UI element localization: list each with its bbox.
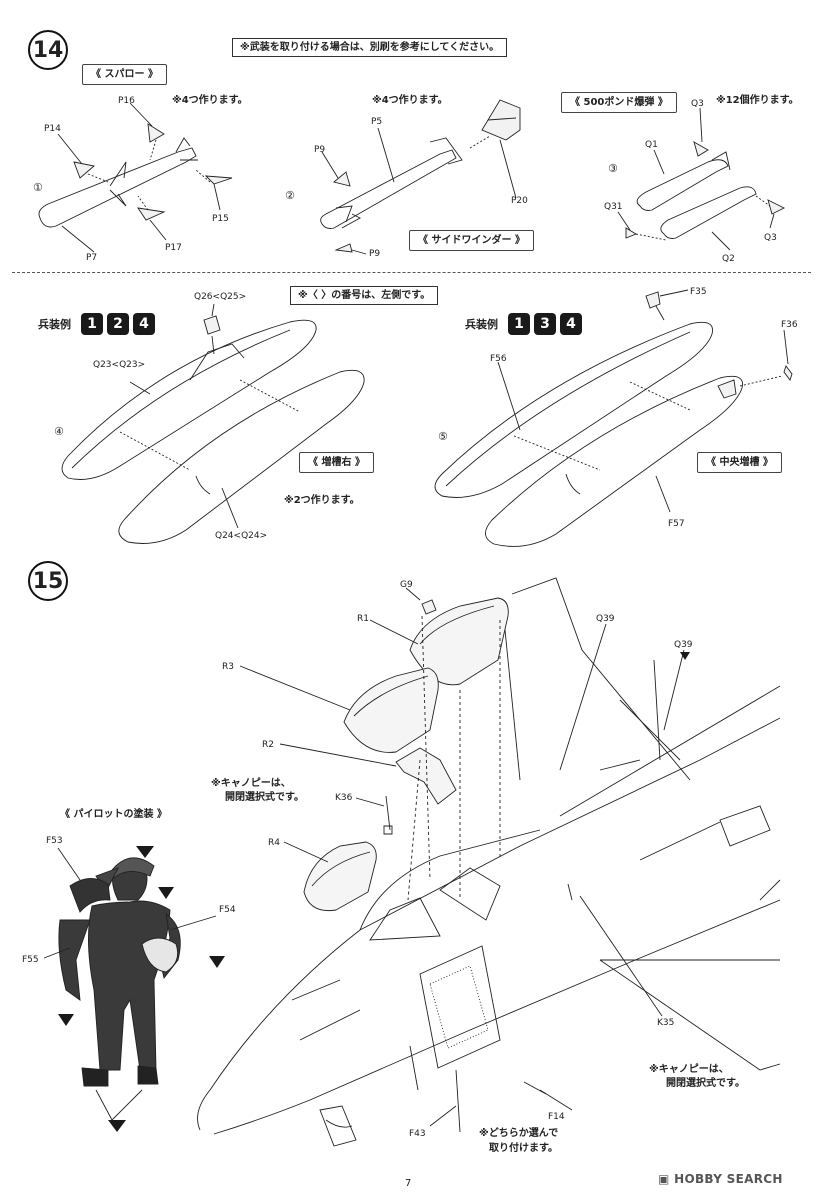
part-q39-right: Q39 <box>674 640 693 650</box>
pilot-figure <box>43 847 217 1121</box>
choose-note-1: ※どちらか選んで <box>479 1128 559 1139</box>
sidewinder-missile <box>320 99 521 255</box>
part-q23: Q23<Q23> <box>93 360 146 370</box>
tank-right-index: ④ <box>54 425 64 438</box>
part-f56: F56 <box>490 354 507 364</box>
center-drop-tank <box>434 289 793 547</box>
bomb-title: 《 500ポンド爆弾 》 <box>561 92 677 113</box>
part-p15: P15 <box>212 214 229 224</box>
tank-right-loadout: 兵装例 1 2 4 <box>38 313 159 335</box>
aircraft-fuselage <box>197 577 781 1147</box>
canopy-note-left-2: 開閉選択式です。 <box>225 792 304 803</box>
bomb-qty: ※12個作ります。 <box>716 95 799 106</box>
part-k35: K35 <box>657 1018 675 1028</box>
part-q3-bottom: Q3 <box>764 233 777 243</box>
paint-code-markers <box>58 652 690 1132</box>
part-p9-top: P9 <box>314 145 326 155</box>
page-number: 7 <box>405 1178 412 1189</box>
canopy-parts <box>239 587 685 1127</box>
loadout-4: 4 <box>133 313 155 335</box>
pilot-paint-title: 《 パイロットの塗装 》 <box>60 809 167 820</box>
tank-center-index: ⑤ <box>438 430 448 443</box>
canopy-note-right-2: 開閉選択式です。 <box>666 1078 745 1089</box>
tank-right-title: 《 増槽右 》 <box>299 452 374 473</box>
part-g9: G9 <box>400 580 413 590</box>
part-q39-top: Q39 <box>596 614 615 624</box>
part-f14: F14 <box>548 1112 565 1122</box>
loadout-1: 1 <box>508 313 530 335</box>
loadout-1: 1 <box>81 313 103 335</box>
part-q2: Q2 <box>722 254 735 264</box>
part-f35: F35 <box>690 287 707 297</box>
part-p7: P7 <box>86 253 98 263</box>
part-f43: F43 <box>409 1129 426 1139</box>
part-p20: P20 <box>511 196 528 206</box>
part-k36: K36 <box>335 793 353 803</box>
watermark: ▣ HOBBY SEARCH <box>658 1172 783 1186</box>
part-q31: Q31 <box>604 202 623 212</box>
sparrow-missile <box>38 102 233 253</box>
bomb-index: ③ <box>608 162 618 175</box>
part-p17: P17 <box>165 243 182 253</box>
sparrow-qty: ※4つ作ります。 <box>172 95 248 106</box>
tank-right-qty: ※2つ作ります。 <box>284 495 360 506</box>
part-q24: Q24<Q24> <box>215 531 268 541</box>
sidewinder-title: 《 サイドワインダー 》 <box>409 230 534 251</box>
sparrow-title: 《 スパロー 》 <box>82 64 167 85</box>
part-f36: F36 <box>781 320 798 330</box>
part-q3-top: Q3 <box>691 99 704 109</box>
step-14-number: 14 <box>28 30 68 70</box>
step-15-number: 15 <box>28 561 68 601</box>
part-p14: P14 <box>44 124 61 134</box>
loadout-3: 3 <box>534 313 556 335</box>
sparrow-index: ① <box>33 181 43 194</box>
loadout-4: 4 <box>560 313 582 335</box>
part-r2: R2 <box>262 740 274 750</box>
bomb-pair <box>617 107 786 251</box>
part-r3: R3 <box>222 662 234 672</box>
section-divider <box>12 272 811 273</box>
part-p9-bottom: P9 <box>369 249 381 259</box>
left-side-note: ※〈 〉の番号は、左側です。 <box>290 286 439 305</box>
part-p5: P5 <box>371 117 383 127</box>
part-f54: F54 <box>219 905 236 915</box>
part-f53: F53 <box>46 836 63 846</box>
tank-center-loadout: 兵装例 1 3 4 <box>465 313 586 335</box>
part-p16: P16 <box>118 96 135 106</box>
armament-note: ※武装を取り付ける場合は、別刷を参考にしてください。 <box>232 38 508 57</box>
canopy-note-left-1: ※キャノピーは、 <box>211 778 291 789</box>
right-drop-tank <box>61 303 365 544</box>
tank-center-title: 《 中央増槽 》 <box>697 452 782 473</box>
part-r1: R1 <box>357 614 369 624</box>
canopy-note-right-1: ※キャノピーは、 <box>649 1064 729 1075</box>
sidewinder-qty: ※4つ作ります。 <box>372 95 448 106</box>
part-q1: Q1 <box>645 140 658 150</box>
part-f55: F55 <box>22 955 39 965</box>
part-q26: Q26<Q25> <box>194 292 247 302</box>
choose-note-2: 取り付けます。 <box>489 1143 558 1154</box>
sidewinder-index: ② <box>285 189 295 202</box>
part-f57: F57 <box>668 519 685 529</box>
loadout-2: 2 <box>107 313 129 335</box>
part-r4: R4 <box>268 838 280 848</box>
